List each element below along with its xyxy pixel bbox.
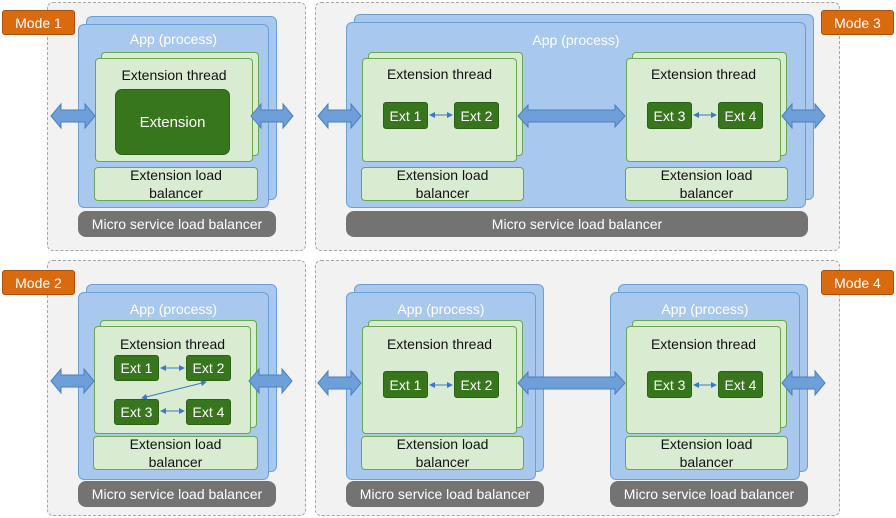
ext-2: Ext 2 (454, 102, 499, 129)
elb-line1: Extension load (396, 167, 489, 183)
elb-line1: Extension load (396, 436, 489, 452)
elb-line1: Extension load (130, 167, 222, 183)
ext-2: Ext 2 (454, 371, 499, 398)
ext-3: Ext 3 (647, 102, 692, 129)
extension-load-balancer: Extension load balancer (94, 167, 258, 201)
extension-thread-title: Extension thread (386, 336, 493, 352)
app-title: App (process) (397, 301, 485, 317)
mode3-tag: Mode 3 (821, 10, 894, 35)
app-title: App (process) (129, 31, 218, 47)
extension-load-balancer: Extension load balancer (93, 436, 258, 470)
elb-line2: balancer (415, 454, 470, 470)
extension-load-balancer: Extension load balancer (361, 167, 524, 201)
mode4-tag: Mode 4 (821, 270, 894, 295)
ext-4: Ext 4 (718, 371, 763, 398)
app-title: App (process) (129, 301, 218, 317)
elb-line2: balancer (679, 454, 734, 470)
elb-line2: balancer (415, 185, 470, 201)
extension-thread-title: Extension thread (650, 336, 757, 352)
extension-block: Extension (115, 89, 230, 155)
elb-line1: Extension load (660, 167, 753, 183)
extension-thread-title: Extension thread (121, 67, 227, 83)
extension-load-balancer: Extension load balancer (625, 436, 788, 470)
ext-1: Ext 1 (383, 371, 428, 398)
extension-thread-title: Extension thread (119, 336, 226, 352)
micro-service-load-balancer: Micro service load balancer (78, 481, 276, 507)
elb-line2: balancer (148, 454, 203, 470)
ext-3: Ext 3 (647, 371, 692, 398)
elb-line1: Extension load (129, 436, 222, 452)
ext-1: Ext 1 (114, 355, 159, 381)
app-title: App (process) (661, 301, 749, 317)
ext-4: Ext 4 (718, 102, 763, 129)
extension-thread-title: Extension thread (650, 66, 757, 82)
mode1-tag: Mode 1 (2, 10, 75, 35)
mode2-tag: Mode 2 (2, 270, 75, 295)
ext-2: Ext 2 (186, 355, 231, 381)
ext-4: Ext 4 (186, 399, 231, 425)
micro-service-load-balancer: Micro service load balancer (346, 481, 544, 507)
extension-load-balancer: Extension load balancer (361, 436, 524, 470)
app-title: App (process) (532, 32, 620, 48)
extension-load-balancer: Extension load balancer (625, 167, 788, 201)
extension-thread: Extension thread (362, 58, 517, 162)
micro-service-load-balancer: Micro service load balancer (346, 211, 808, 237)
ext-3: Ext 3 (114, 399, 159, 425)
micro-service-load-balancer: Micro service load balancer (78, 211, 276, 237)
micro-service-load-balancer: Micro service load balancer (610, 481, 808, 507)
ext-1: Ext 1 (383, 102, 428, 129)
elb-line2: balancer (679, 185, 734, 201)
elb-line2: balancer (149, 185, 203, 201)
extension-thread-title: Extension thread (386, 66, 493, 82)
elb-line1: Extension load (660, 436, 753, 452)
